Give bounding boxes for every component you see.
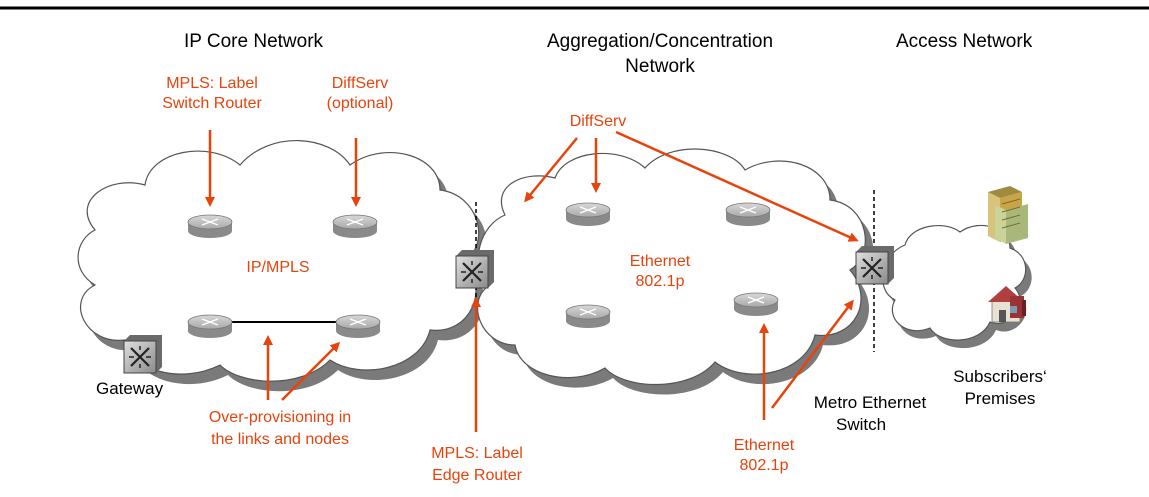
lsr-label-line1: MPLS: Label: [166, 75, 258, 92]
metro-switch-icon: [855, 246, 894, 285]
ethernet-bottom-line1: Ethernet: [733, 437, 795, 454]
overprovisioning-line1: Over-provisioning in: [208, 409, 352, 426]
router-icon: [565, 304, 611, 328]
arrow-metro: [771, 299, 854, 409]
subscribers-line1: Subscribers‘: [953, 367, 1047, 386]
office-building-icon: [988, 186, 1028, 244]
metro-switch-line1: Metro Ethernet: [813, 393, 927, 412]
arrow-overprov-2: [281, 341, 341, 401]
arrow-diffserv-1: [524, 137, 578, 203]
router-icon: [733, 292, 779, 316]
house-icon: [988, 286, 1026, 323]
gateway-label: Gateway: [96, 379, 164, 398]
ip-core-heading: IP Core Network: [184, 31, 324, 52]
arrow-diffserv-3: [615, 130, 859, 242]
router-icon: [565, 202, 611, 226]
router-icon: [725, 202, 771, 226]
router-icon: [187, 314, 233, 338]
diffserv-label: DiffServ: [569, 113, 627, 130]
diffserv-optional-line2: (optional): [326, 95, 394, 112]
diffserv-optional-line1: DiffServ: [331, 75, 389, 92]
aggregation-heading-line2: Network: [625, 56, 695, 77]
access-cloud: [882, 224, 1032, 349]
router-icon: [332, 214, 378, 238]
router-icon: [335, 314, 381, 338]
access-heading: Access Network: [896, 31, 1033, 52]
ip-mpls-label: IP/MPLS: [246, 259, 310, 276]
ler-label-line2: Edge Router: [432, 467, 522, 484]
aggregation-heading-line1: Aggregation/Concentration: [546, 31, 774, 52]
metro-switch-line2: Switch: [836, 415, 887, 434]
ethernet-bottom-line2: 802.1p: [739, 457, 789, 474]
lsr-label-line2: Switch Router: [162, 95, 262, 112]
ethernet-cloud-line2: 802.1p: [635, 273, 685, 290]
router-icon: [187, 214, 233, 238]
subscribers-line2: Premises: [964, 389, 1036, 408]
overprovisioning-line2: the links and nodes: [211, 431, 349, 448]
edge-router-switch-icon: [455, 250, 494, 289]
gateway-switch-icon: [123, 335, 162, 374]
ler-label-line1: MPLS: Label: [431, 445, 523, 462]
ethernet-cloud-line1: Ethernet: [629, 253, 691, 270]
